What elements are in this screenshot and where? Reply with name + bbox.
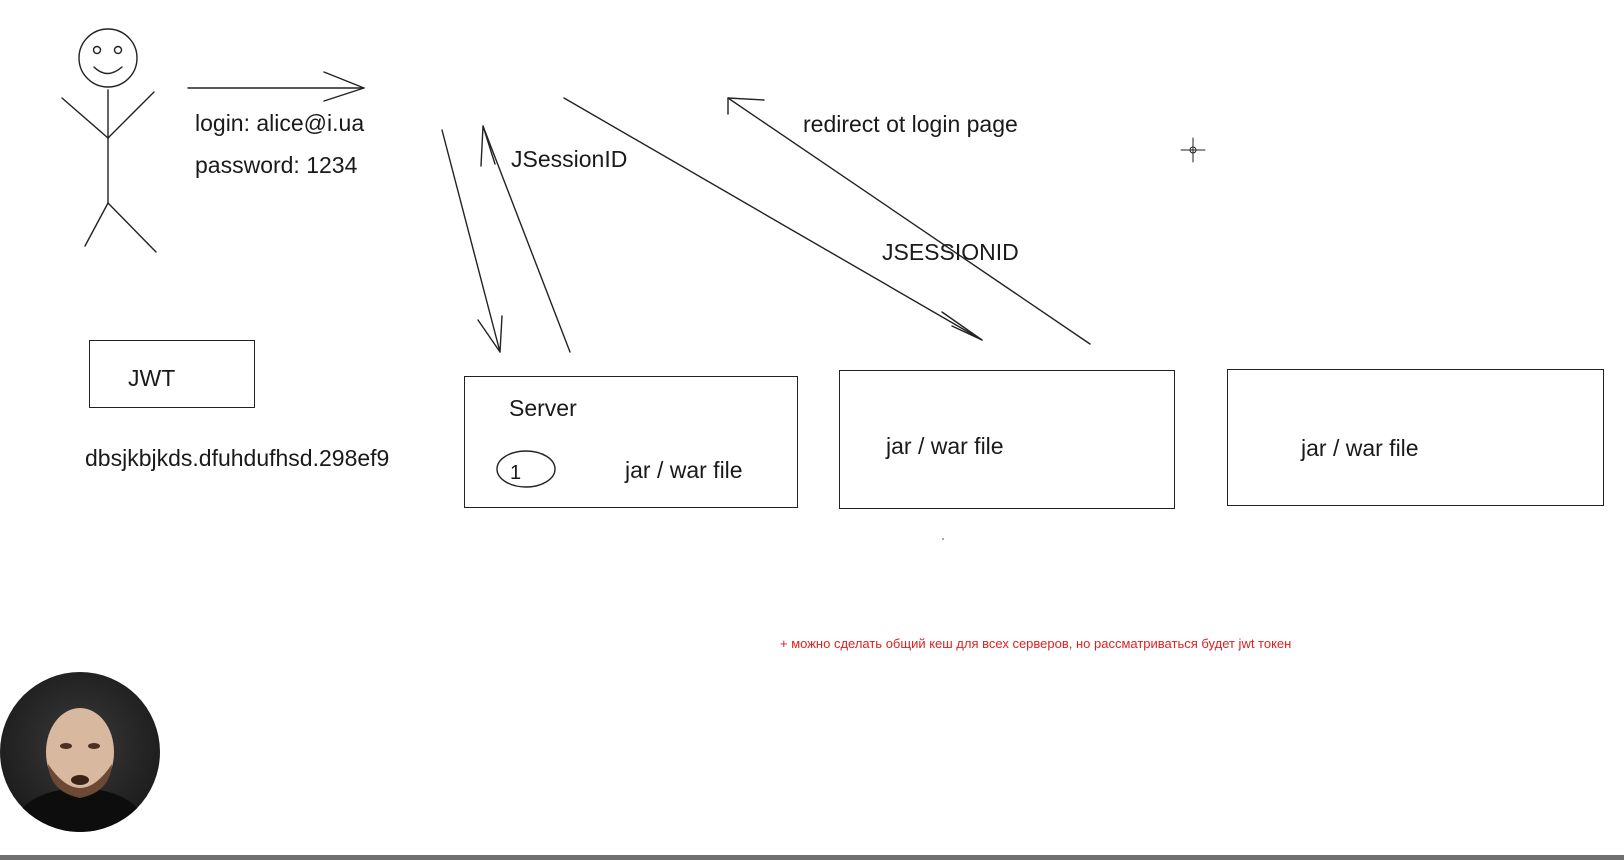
video-progress-bar[interactable] — [0, 855, 1624, 860]
stick-figure-right-leg — [107, 202, 157, 253]
session-storage-ellipse — [496, 450, 556, 488]
presenter-silhouette-icon — [10, 708, 150, 832]
crosshair-cursor-icon — [1180, 137, 1206, 163]
jsessionid-response-arrow — [480, 125, 571, 353]
redirect-response-arrow — [727, 97, 1091, 345]
password-credential-label: password: 1234 — [195, 152, 358, 178]
server-3-artifact: jar / war file — [1301, 435, 1419, 461]
stick-figure-smile — [93, 66, 123, 75]
server-box-1: Server 1 jar / war file — [464, 376, 798, 508]
server-title: Server — [509, 395, 577, 421]
login-request-arrow — [187, 71, 365, 102]
stick-figure-left-arm — [61, 97, 109, 139]
server-box-3: jar / war file — [1227, 369, 1604, 506]
user-stick-figure — [61, 28, 157, 253]
request-to-server-arrow — [441, 129, 503, 353]
stray-dot — [942, 538, 944, 540]
jwt-token-value: dbsjkbjkds.dfuhdufhsd.298ef9 — [85, 445, 390, 471]
stick-figure-right-arm — [107, 91, 155, 139]
server-box-2: jar / war file — [839, 370, 1175, 509]
jwt-label: JWT — [128, 365, 176, 391]
server-1-artifact: jar / war file — [625, 457, 743, 483]
stick-figure-right-eye — [113, 45, 123, 55]
server-2-artifact: jar / war file — [886, 433, 1004, 459]
stick-figure-left-eye — [92, 45, 102, 55]
jsessionid-label: JSessionID — [511, 146, 628, 172]
login-credential-label: login: alice@i.ua — [195, 110, 365, 136]
session-count: 1 — [510, 462, 522, 484]
jwt-box: JWT — [89, 340, 255, 408]
presenter-webcam — [0, 672, 160, 832]
jsessionid-to-server2-arrow — [563, 97, 983, 341]
stick-figure-head — [78, 28, 138, 88]
stick-figure-left-leg — [84, 202, 109, 247]
redirect-label: redirect ot login page — [803, 111, 1018, 137]
jsessionid-upper-label: JSESSIONID — [882, 239, 1019, 265]
shared-cache-note: + можно сделать общий кеш для всех серве… — [780, 636, 1292, 651]
